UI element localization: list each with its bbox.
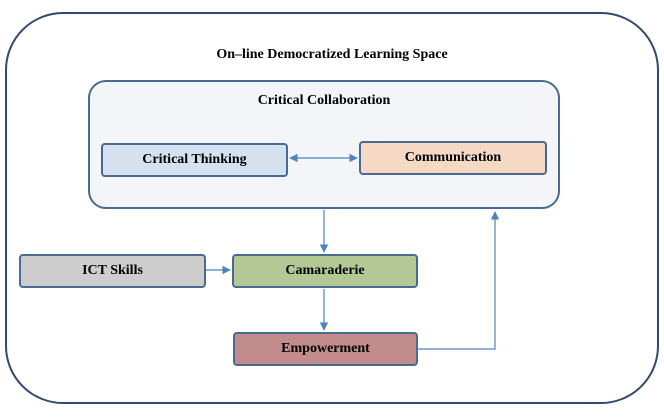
communication-label: Communication (404, 150, 502, 165)
empowerment-label: Empowerment (281, 341, 370, 356)
critical-thinking-node: Critical Thinking (101, 143, 288, 177)
empowerment-node: Empowerment (233, 332, 418, 366)
camaraderie-label: Camaraderie (285, 263, 365, 278)
ict-skills-node: ICT Skills (19, 254, 206, 288)
ict-skills-label: ICT Skills (82, 263, 143, 278)
camaraderie-node: Camaraderie (232, 254, 418, 288)
communication-node: Communication (359, 141, 547, 175)
learning-space-title: On–line Democratized Learning Space (216, 47, 448, 62)
critical-collaboration-title: Critical Collaboration (257, 93, 391, 108)
critical-thinking-label: Critical Thinking (142, 152, 247, 167)
arrow-empowerment-collaboration (418, 211, 500, 350)
